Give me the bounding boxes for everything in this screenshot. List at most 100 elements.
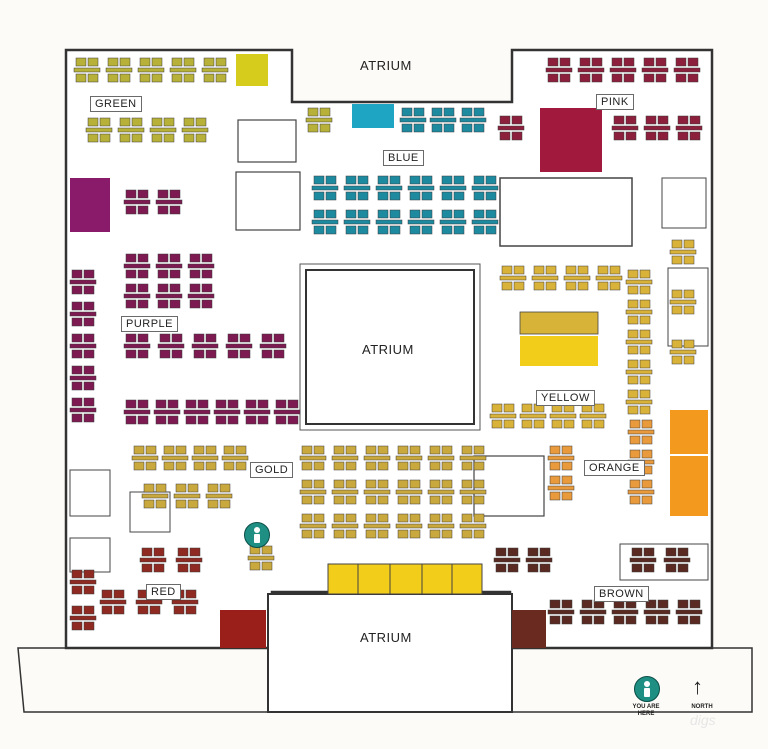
desk-cluster-purple	[123, 253, 151, 279]
desk-cluster-pink	[577, 57, 605, 83]
desk-cluster-green	[73, 57, 101, 83]
desk-cluster-purple	[69, 365, 97, 391]
desk-cluster-green	[105, 57, 133, 83]
desk-cluster-purple	[243, 399, 271, 425]
desk-cluster-brown	[579, 599, 607, 625]
room-yellow-b	[519, 311, 599, 335]
desk-cluster-gold	[247, 545, 275, 571]
desk-cluster-brown	[675, 599, 703, 625]
zone-label-orange: ORANGE	[584, 460, 645, 476]
zone-label-red: RED	[146, 584, 181, 600]
desk-cluster-blue	[407, 209, 435, 235]
desk-cluster-purple	[155, 189, 183, 215]
legend-north-text: NORTH	[691, 704, 713, 710]
desk-cluster-gold	[299, 445, 327, 471]
desk-cluster-gold	[395, 479, 423, 505]
desk-cluster-red	[69, 569, 97, 595]
desk-cluster-blue	[343, 175, 371, 201]
watermark: digs	[690, 712, 716, 728]
desk-cluster-yellow	[625, 359, 653, 385]
desk-cluster-brown	[643, 599, 671, 625]
desk-cluster-yellow	[549, 403, 577, 429]
desk-cluster-gold	[459, 513, 487, 539]
north-arrow-icon: ↑	[692, 674, 703, 699]
desk-cluster-blue	[439, 175, 467, 201]
desk-cluster-yellow	[625, 299, 653, 325]
desk-cluster-purple	[157, 333, 185, 359]
room-brown	[512, 610, 546, 648]
desk-cluster-purple	[155, 283, 183, 309]
zone-label-brown: BROWN	[594, 586, 649, 602]
atrium-center-label: ATRIUM	[362, 342, 414, 357]
desk-cluster-purple	[69, 269, 97, 295]
desk-cluster-green	[149, 117, 177, 143]
desk-cluster-gold	[459, 445, 487, 471]
desk-cluster-green	[85, 117, 113, 143]
desk-cluster-blue	[407, 175, 435, 201]
atrium-north-label: ATRIUM	[360, 58, 412, 73]
desk-cluster-green	[137, 57, 165, 83]
desk-cluster-gold	[427, 479, 455, 505]
desk-cluster-purple	[123, 399, 151, 425]
desk-cluster-brown	[663, 547, 691, 573]
desk-cluster-purple	[123, 283, 151, 309]
desk-cluster-gold	[161, 445, 189, 471]
desk-cluster-purple	[153, 399, 181, 425]
desk-cluster-gold	[363, 513, 391, 539]
desk-cluster-pink	[497, 115, 525, 141]
desk-cluster-gold	[131, 445, 159, 471]
desk-cluster-yellow	[489, 403, 517, 429]
zone-label-green: GREEN	[90, 96, 142, 112]
desk-cluster-red	[69, 605, 97, 631]
desk-cluster-purple	[123, 333, 151, 359]
atrium-south-label: ATRIUM	[360, 630, 412, 645]
desk-cluster-gold	[427, 445, 455, 471]
atrium-center	[305, 269, 475, 425]
desk-cluster-pink	[643, 115, 671, 141]
desk-cluster-purple	[191, 333, 219, 359]
desk-cluster-green	[181, 117, 209, 143]
zone-label-blue: BLUE	[383, 150, 424, 166]
desk-cluster-gold	[299, 479, 327, 505]
desk-cluster-gold	[395, 445, 423, 471]
desk-cluster-blue	[311, 209, 339, 235]
desk-cluster-blue	[375, 175, 403, 201]
desk-cluster-purple	[213, 399, 241, 425]
desk-cluster-green	[201, 57, 229, 83]
desk-cluster-gold	[363, 479, 391, 505]
desk-cluster-orange	[547, 445, 575, 471]
desk-cluster-gold	[205, 483, 233, 509]
desk-cluster-purple	[273, 399, 301, 425]
desk-cluster-gold	[395, 513, 423, 539]
desk-cluster-orange	[627, 419, 655, 445]
desk-cluster-purple	[123, 189, 151, 215]
desk-cluster-gold	[331, 479, 359, 505]
desk-cluster-pink	[609, 57, 637, 83]
desk-cluster-brown	[547, 599, 575, 625]
zone-label-gold: GOLD	[250, 462, 294, 478]
desk-cluster-blue	[375, 209, 403, 235]
desk-cluster-green	[117, 117, 145, 143]
desk-cluster-brown	[629, 547, 657, 573]
desk-cluster-yellow	[669, 239, 697, 265]
desk-cluster-pink	[545, 57, 573, 83]
zone-label-purple: PURPLE	[121, 316, 179, 332]
desk-cluster-blue	[311, 175, 339, 201]
room-pink	[540, 108, 602, 172]
desk-cluster-gold	[427, 513, 455, 539]
desk-cluster-gold	[363, 445, 391, 471]
desk-cluster-yellow	[669, 339, 697, 365]
desk-cluster-orange	[547, 475, 575, 501]
desk-cluster-blue	[439, 209, 467, 235]
south-wing-outline	[17, 647, 753, 713]
desk-cluster-purple	[155, 253, 183, 279]
desk-cluster-gold	[221, 445, 249, 471]
desk-cluster-green	[305, 107, 333, 133]
desk-cluster-yellow	[625, 389, 653, 415]
desk-cluster-yellow	[669, 289, 697, 315]
zone-label-yellow: YELLOW	[536, 390, 595, 406]
desk-cluster-gold	[191, 445, 219, 471]
atrium-south	[267, 593, 513, 713]
desk-cluster-gold	[331, 513, 359, 539]
desk-cluster-blue	[399, 107, 427, 133]
